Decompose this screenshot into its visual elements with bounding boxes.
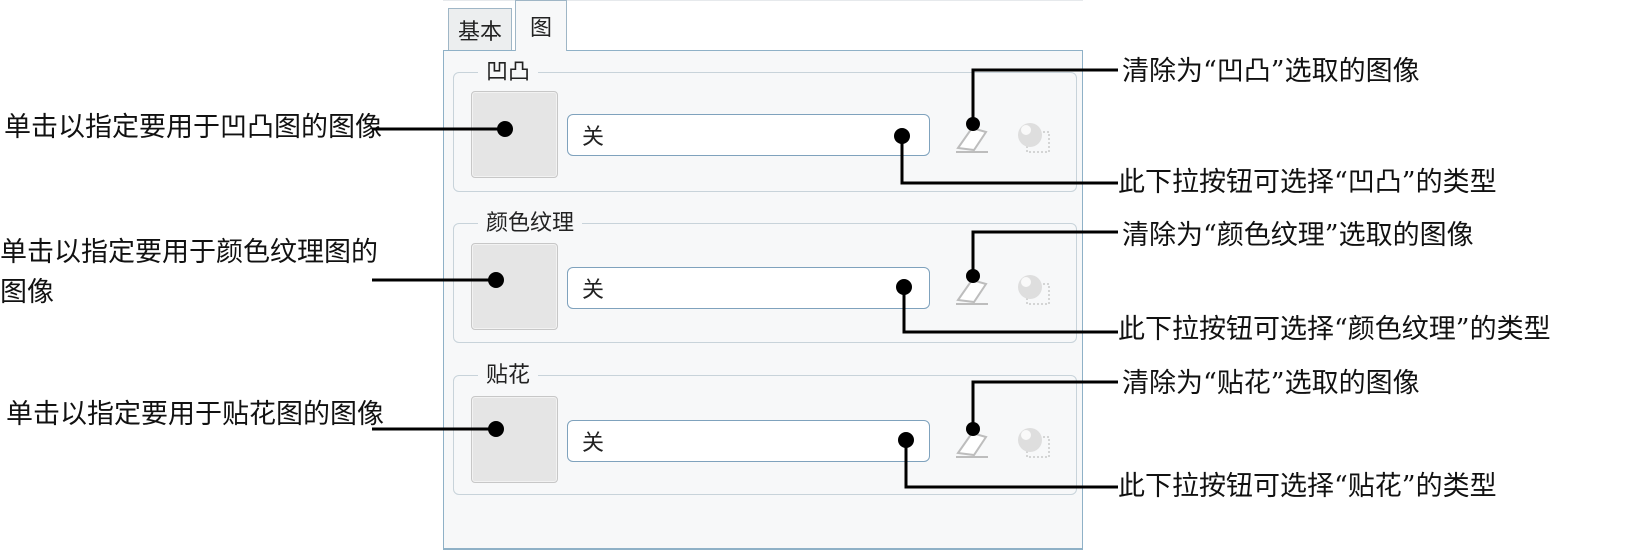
callout-color-texture-clear: 清除为“颜色纹理”选取的图像 [1122, 220, 1474, 251]
callout-decal-dropdown: 此下拉按钮可选择“贴花”的类型 [1118, 471, 1497, 502]
tab-basic[interactable]: 基本 [448, 8, 512, 50]
group-decal-title: 贴花 [478, 362, 539, 390]
sphere-icon[interactable] [1013, 423, 1053, 461]
callout-bump-image: 单击以指定要用于凹凸图的图像 [4, 112, 382, 143]
bump-type-dropdown[interactable]: 关 [567, 114, 930, 156]
eraser-icon[interactable] [952, 118, 992, 156]
bump-type-value: 关 [582, 125, 605, 150]
callout-color-texture-dropdown: 此下拉按钮可选择“颜色纹理”的类型 [1118, 314, 1551, 345]
sphere-icon[interactable] [1013, 270, 1053, 308]
callout-decal-image: 单击以指定要用于贴花图的图像 [6, 399, 384, 430]
color-texture-type-value: 关 [582, 278, 605, 303]
sphere-icon[interactable] [1013, 118, 1053, 156]
group-color-texture [453, 223, 1077, 343]
eraser-icon[interactable] [952, 423, 992, 461]
eraser-icon[interactable] [952, 270, 992, 308]
decal-type-value: 关 [582, 431, 605, 456]
callout-color-texture-image: 单击以指定要用于颜色纹理图的图像 [0, 237, 378, 308]
tab-basic-label: 基本 [457, 19, 502, 45]
group-decal [453, 375, 1077, 495]
group-color-texture-title: 颜色纹理 [478, 210, 583, 238]
color-texture-type-dropdown[interactable]: 关 [567, 267, 930, 309]
decal-type-dropdown[interactable]: 关 [567, 420, 930, 462]
tab-map-label: 图 [529, 16, 552, 41]
bump-image-swatch[interactable] [471, 91, 558, 178]
callout-decal-clear: 清除为“贴花”选取的图像 [1122, 368, 1420, 399]
panel-top-border [443, 0, 1083, 1]
group-bump [453, 72, 1077, 192]
color-texture-image-swatch[interactable] [471, 243, 558, 330]
callout-bump-clear: 清除为“凹凸”选取的图像 [1122, 56, 1420, 87]
callout-bump-dropdown: 此下拉按钮可选择“凹凸”的类型 [1118, 167, 1497, 198]
group-bump-title: 凹凸 [478, 59, 539, 87]
decal-image-swatch[interactable] [471, 396, 558, 483]
tab-map[interactable]: 图 [515, 0, 567, 51]
